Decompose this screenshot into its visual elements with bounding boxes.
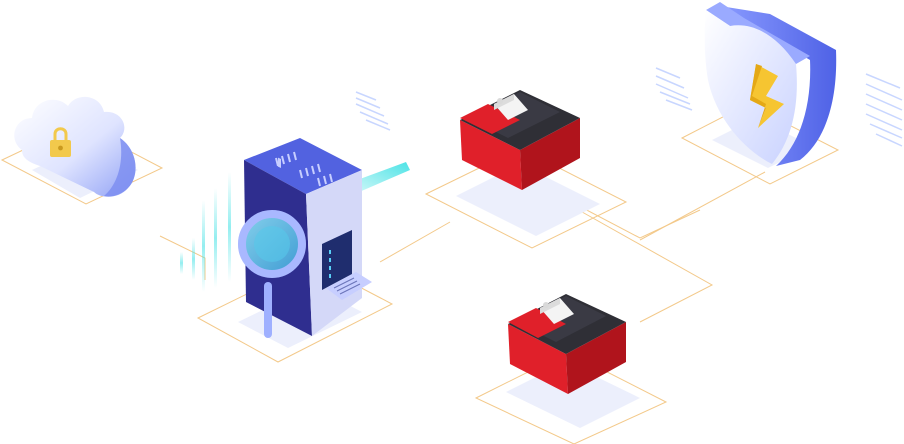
shield-icon <box>704 2 837 166</box>
lock-icon <box>50 127 71 157</box>
data-stream-bars <box>180 172 231 292</box>
magnifier-icon <box>238 210 306 338</box>
dash-texture-3 <box>865 73 903 147</box>
server-icon <box>244 138 372 336</box>
printer-icon-1 <box>460 90 580 190</box>
cloud-icon <box>14 96 136 197</box>
dash-texture-1 <box>355 91 391 131</box>
lightning-bolt-icon <box>750 64 784 128</box>
printer-icon-2 <box>508 294 626 394</box>
dash-texture-2 <box>655 67 693 111</box>
